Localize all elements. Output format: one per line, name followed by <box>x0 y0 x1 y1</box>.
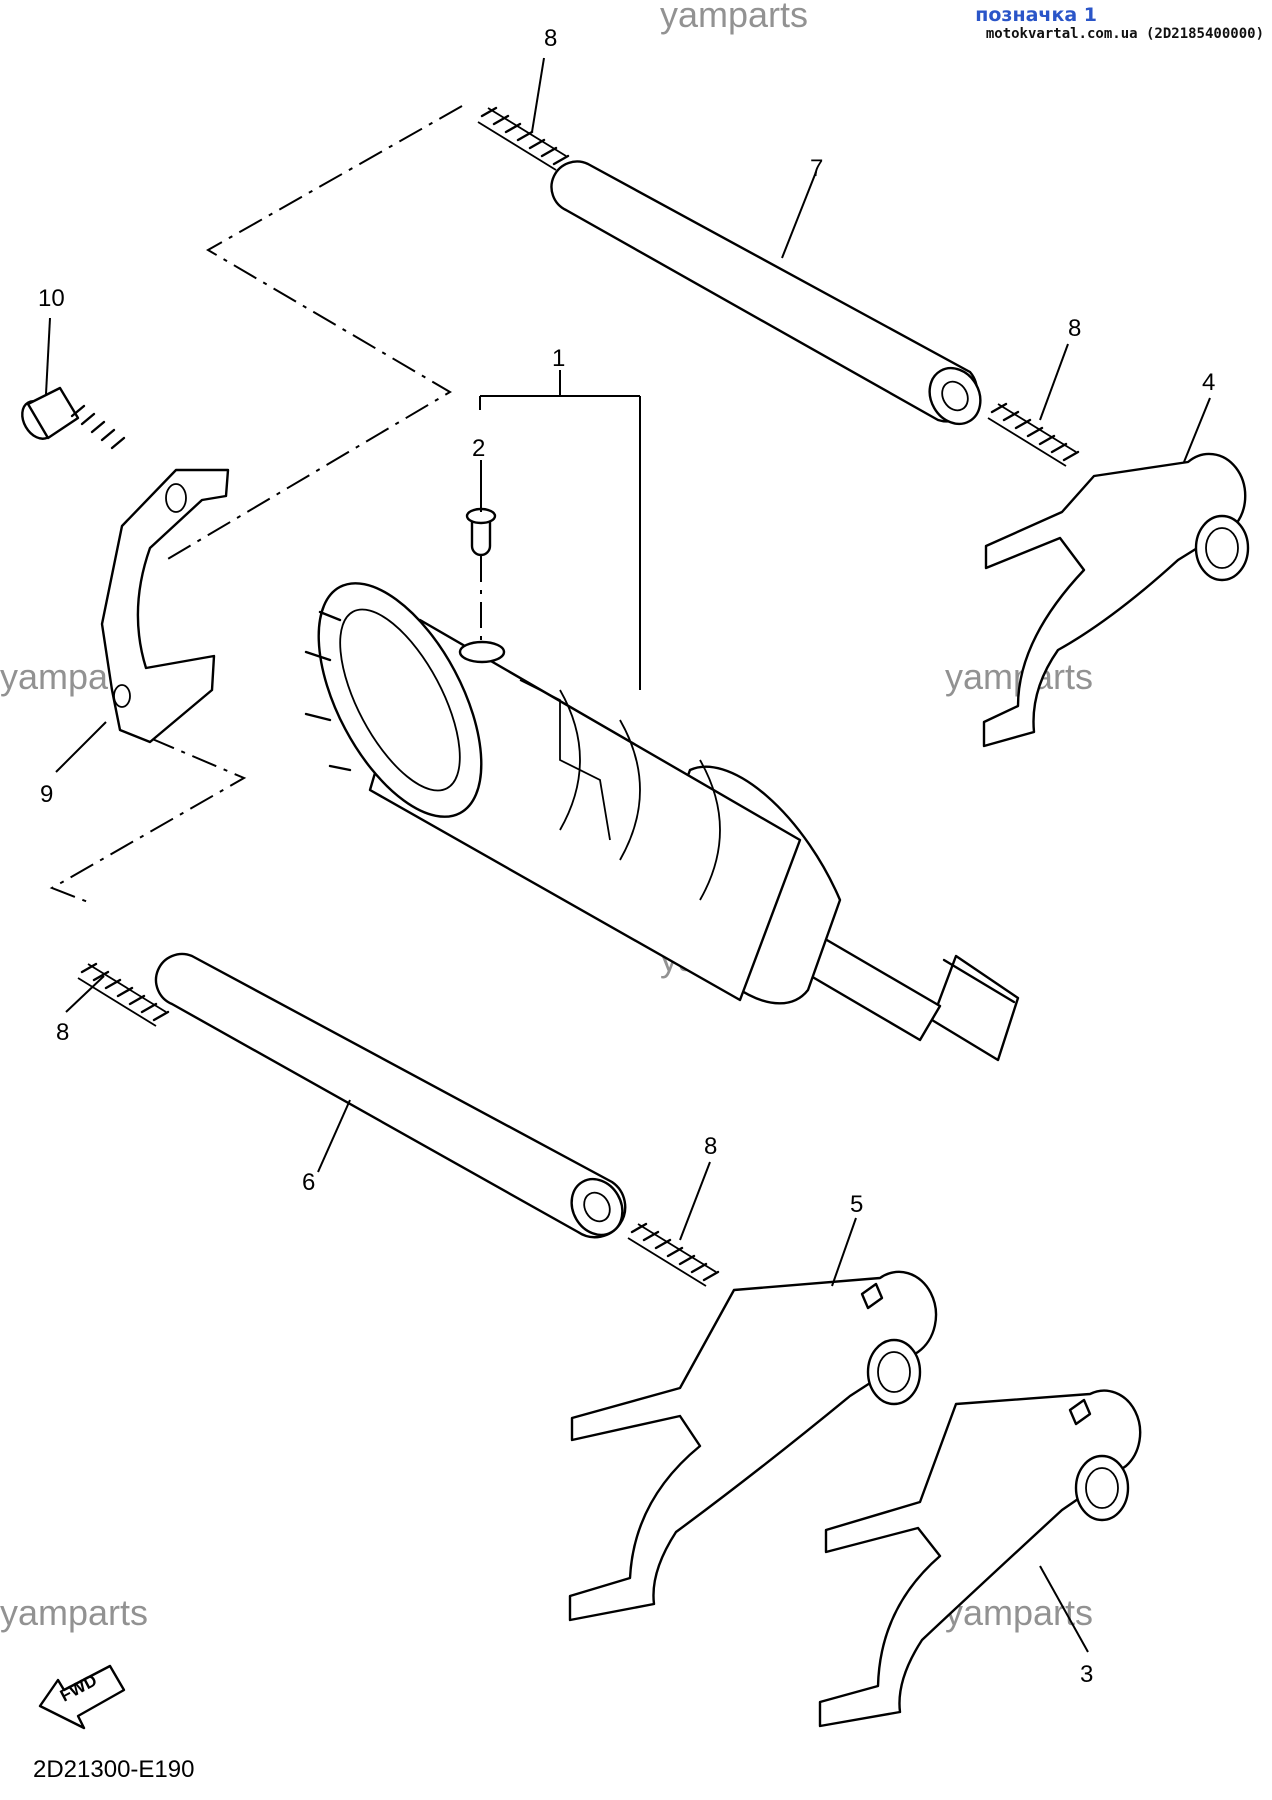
callout-3: 3 <box>1080 1661 1093 1688</box>
assembly-line-top <box>165 105 463 561</box>
header-link[interactable]: позначка 1 <box>975 4 1097 26</box>
shift-fork-3 <box>818 1389 1142 1728</box>
callout-7: 7 <box>810 155 823 182</box>
shift-drum-1 <box>304 582 1020 1062</box>
pin-2 <box>465 507 497 650</box>
callout-1: 1 <box>552 345 565 372</box>
leader-3 <box>1039 1565 1089 1653</box>
leader-8b <box>1039 343 1069 421</box>
watermark: yamparts <box>945 1592 1094 1633</box>
leader-4 <box>1183 397 1211 463</box>
leader-8d <box>679 1161 711 1241</box>
callout-4: 4 <box>1202 369 1215 396</box>
spring-8-left <box>77 962 170 1027</box>
leader-6 <box>317 1099 351 1173</box>
callout-2: 2 <box>472 435 485 462</box>
diagram-code: 2D21300-E190 <box>33 1756 195 1783</box>
leader-10 <box>45 317 51 395</box>
spring-8-top <box>477 106 570 171</box>
shift-rod-upper <box>550 160 982 426</box>
callout-8-top: 8 <box>544 25 557 52</box>
spring-8-lower <box>627 1222 720 1287</box>
spring-8-right <box>987 402 1080 467</box>
leader-5 <box>831 1217 857 1287</box>
callout-8-lower: 8 <box>704 1133 717 1160</box>
fwd-arrow-icon: FWD <box>38 1664 126 1730</box>
leader-8c <box>65 975 105 1013</box>
callout-8-left: 8 <box>56 1019 69 1046</box>
callout-9: 9 <box>40 781 53 808</box>
header-site-code: motokvartal.com.ua (2D2185400000) <box>985 26 1264 42</box>
watermark: yamparts <box>660 0 809 35</box>
shift-fork-5 <box>568 1270 938 1622</box>
callout-5: 5 <box>850 1191 863 1218</box>
segment-plate-9 <box>100 468 230 744</box>
bolt-10 <box>21 386 126 450</box>
shift-fork-4 <box>982 452 1250 748</box>
leader-8a <box>531 57 545 133</box>
leader-1 <box>479 370 641 690</box>
callout-6: 6 <box>302 1169 315 1196</box>
callout-8-right: 8 <box>1068 315 1081 342</box>
shift-rod-lower <box>154 952 627 1239</box>
leader-9 <box>55 721 107 773</box>
watermark: yamparts <box>0 1592 149 1633</box>
leader-7 <box>781 171 817 259</box>
callout-10: 10 <box>38 285 65 312</box>
assembly-line-bottom <box>49 737 247 903</box>
